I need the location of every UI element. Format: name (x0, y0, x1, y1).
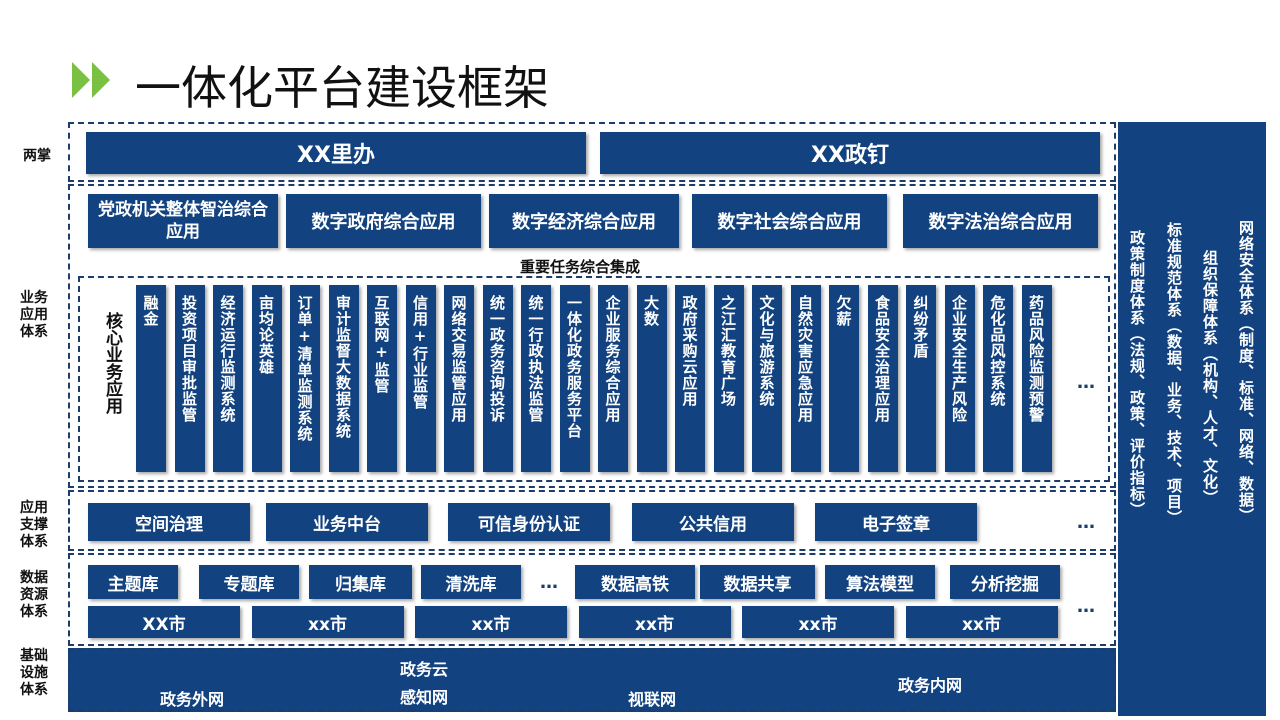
core-app-item[interactable]: 自然灾害应急应用 (790, 285, 821, 472)
ellipsis: … (1077, 596, 1095, 617)
core-app-item[interactable]: 互联网+监管 (367, 285, 397, 472)
core-app-item[interactable]: 融金 (136, 285, 166, 472)
core-app-item[interactable]: 统一政务咨询投诉 (482, 285, 513, 472)
layer-label-infra: 基础设施体系 (20, 648, 48, 698)
data-item[interactable]: 算法模型 (825, 565, 935, 599)
data-item[interactable]: 数据共享 (700, 565, 815, 599)
core-app-item[interactable]: 网络交易监管应用 (444, 285, 474, 472)
ellipsis: … (540, 572, 558, 593)
support-item[interactable]: 空间治理 (88, 503, 250, 541)
city-data-item[interactable]: xx市 (415, 606, 567, 638)
infra-gov-extranet: 政务外网 (160, 690, 225, 709)
side-org-guarantee: 组织保障体系（机构、人才、文化） (1201, 250, 1219, 506)
infra-gov-cloud: 政务云 (400, 660, 449, 679)
core-app-item[interactable]: 药品风险监测预警 (1021, 285, 1052, 472)
core-app-item[interactable]: 信用+行业监管 (405, 285, 436, 472)
core-app-item[interactable]: 之江汇教育广场 (713, 285, 744, 472)
core-app-item[interactable]: 订单+清单监测系统 (290, 285, 320, 472)
core-app-item[interactable]: 纠纷矛盾 (906, 285, 936, 472)
city-data-item[interactable]: XX市 (88, 606, 240, 638)
layer-label-support: 应用支撑体系 (20, 500, 48, 550)
core-app-item[interactable]: 统一行政执法监管 (521, 285, 551, 472)
palm-app-li-ban[interactable]: XX里办 (86, 132, 586, 174)
infra-gov-intranet: 政务内网 (898, 676, 963, 695)
core-app-item[interactable]: 企业安全生产风险 (944, 285, 975, 472)
app-digital-economy[interactable]: 数字经济综合应用 (489, 194, 679, 248)
data-item[interactable]: 清洗库 (421, 565, 521, 599)
core-app-item[interactable]: 文化与旅游系统 (752, 285, 782, 472)
core-app-item[interactable]: 审计监督大数据系统 (328, 285, 359, 472)
core-app-item[interactable]: 欠薪 (829, 285, 859, 472)
core-apps-box (78, 276, 1110, 482)
support-item[interactable]: 电子签章 (815, 503, 977, 541)
core-app-item[interactable]: 投资项目审批监管 (174, 285, 205, 472)
layer-label-data: 数据资源体系 (20, 570, 48, 620)
data-section (68, 553, 1116, 646)
side-policy: 政策制度体系（法规、政策、评价指标） (1128, 230, 1146, 518)
infra-section (68, 648, 1116, 712)
ellipsis: … (1077, 372, 1095, 393)
app-party-gov[interactable]: 党政机关整体智治综合应用 (88, 194, 278, 248)
data-item[interactable]: 主题库 (88, 565, 178, 599)
support-item[interactable]: 可信身份认证 (448, 503, 610, 541)
core-app-item[interactable]: 大数 (636, 285, 667, 472)
infra-video-net: 视联网 (628, 690, 677, 709)
page-title: 一体化平台建设框架 (135, 61, 549, 115)
side-standards: 标准规范体系（数据、业务、技术、项目） (1165, 222, 1183, 526)
core-app-item[interactable]: 危化品风控系统 (983, 285, 1013, 472)
city-data-item[interactable]: xx市 (742, 606, 894, 638)
app-digital-gov[interactable]: 数字政府综合应用 (286, 194, 481, 248)
palms-section (68, 122, 1116, 182)
city-data-item[interactable]: xx市 (578, 606, 731, 638)
data-item[interactable]: 分析挖掘 (950, 565, 1060, 599)
side-network-security: 网络安全体系（制度、标准、网络、数据） (1237, 220, 1255, 524)
core-app-item[interactable]: 经济运行监测系统 (213, 285, 243, 472)
layer-label-palms: 两掌 (23, 148, 51, 164)
side-panel (1118, 122, 1266, 716)
palm-app-zheng-ding[interactable]: XX政钉 (600, 132, 1100, 174)
support-item[interactable]: 业务中台 (266, 503, 428, 541)
data-item[interactable]: 专题库 (199, 565, 299, 599)
app-digital-law[interactable]: 数字法治综合应用 (903, 194, 1098, 248)
ellipsis: … (1077, 512, 1095, 533)
support-section (68, 490, 1116, 551)
app-digital-society[interactable]: 数字社会综合应用 (692, 194, 887, 248)
integration-title: 重要任务综合集成 (520, 258, 641, 276)
core-app-item[interactable]: 企业服务综合应用 (598, 285, 628, 472)
core-app-item[interactable]: 食品安全治理应用 (867, 285, 898, 472)
double-chevron-icon (72, 62, 110, 98)
business-section (68, 184, 1116, 488)
infra-sensing-net: 感知网 (400, 688, 449, 707)
support-item[interactable]: 公共信用 (632, 503, 794, 541)
data-item[interactable]: 归集库 (309, 565, 412, 599)
data-item[interactable]: 数据高铁 (575, 565, 695, 599)
core-app-item[interactable]: 政府采购云应用 (675, 285, 705, 472)
city-data-item[interactable]: xx市 (251, 606, 404, 638)
core-app-item[interactable]: 亩均论英雄 (251, 285, 282, 472)
layer-label-business: 业务应用体系 (20, 290, 48, 340)
core-label: 核心业务应用 (102, 312, 122, 414)
city-data-item[interactable]: xx市 (905, 606, 1058, 638)
core-app-item[interactable]: 一体化政务服务平台 (559, 285, 590, 472)
